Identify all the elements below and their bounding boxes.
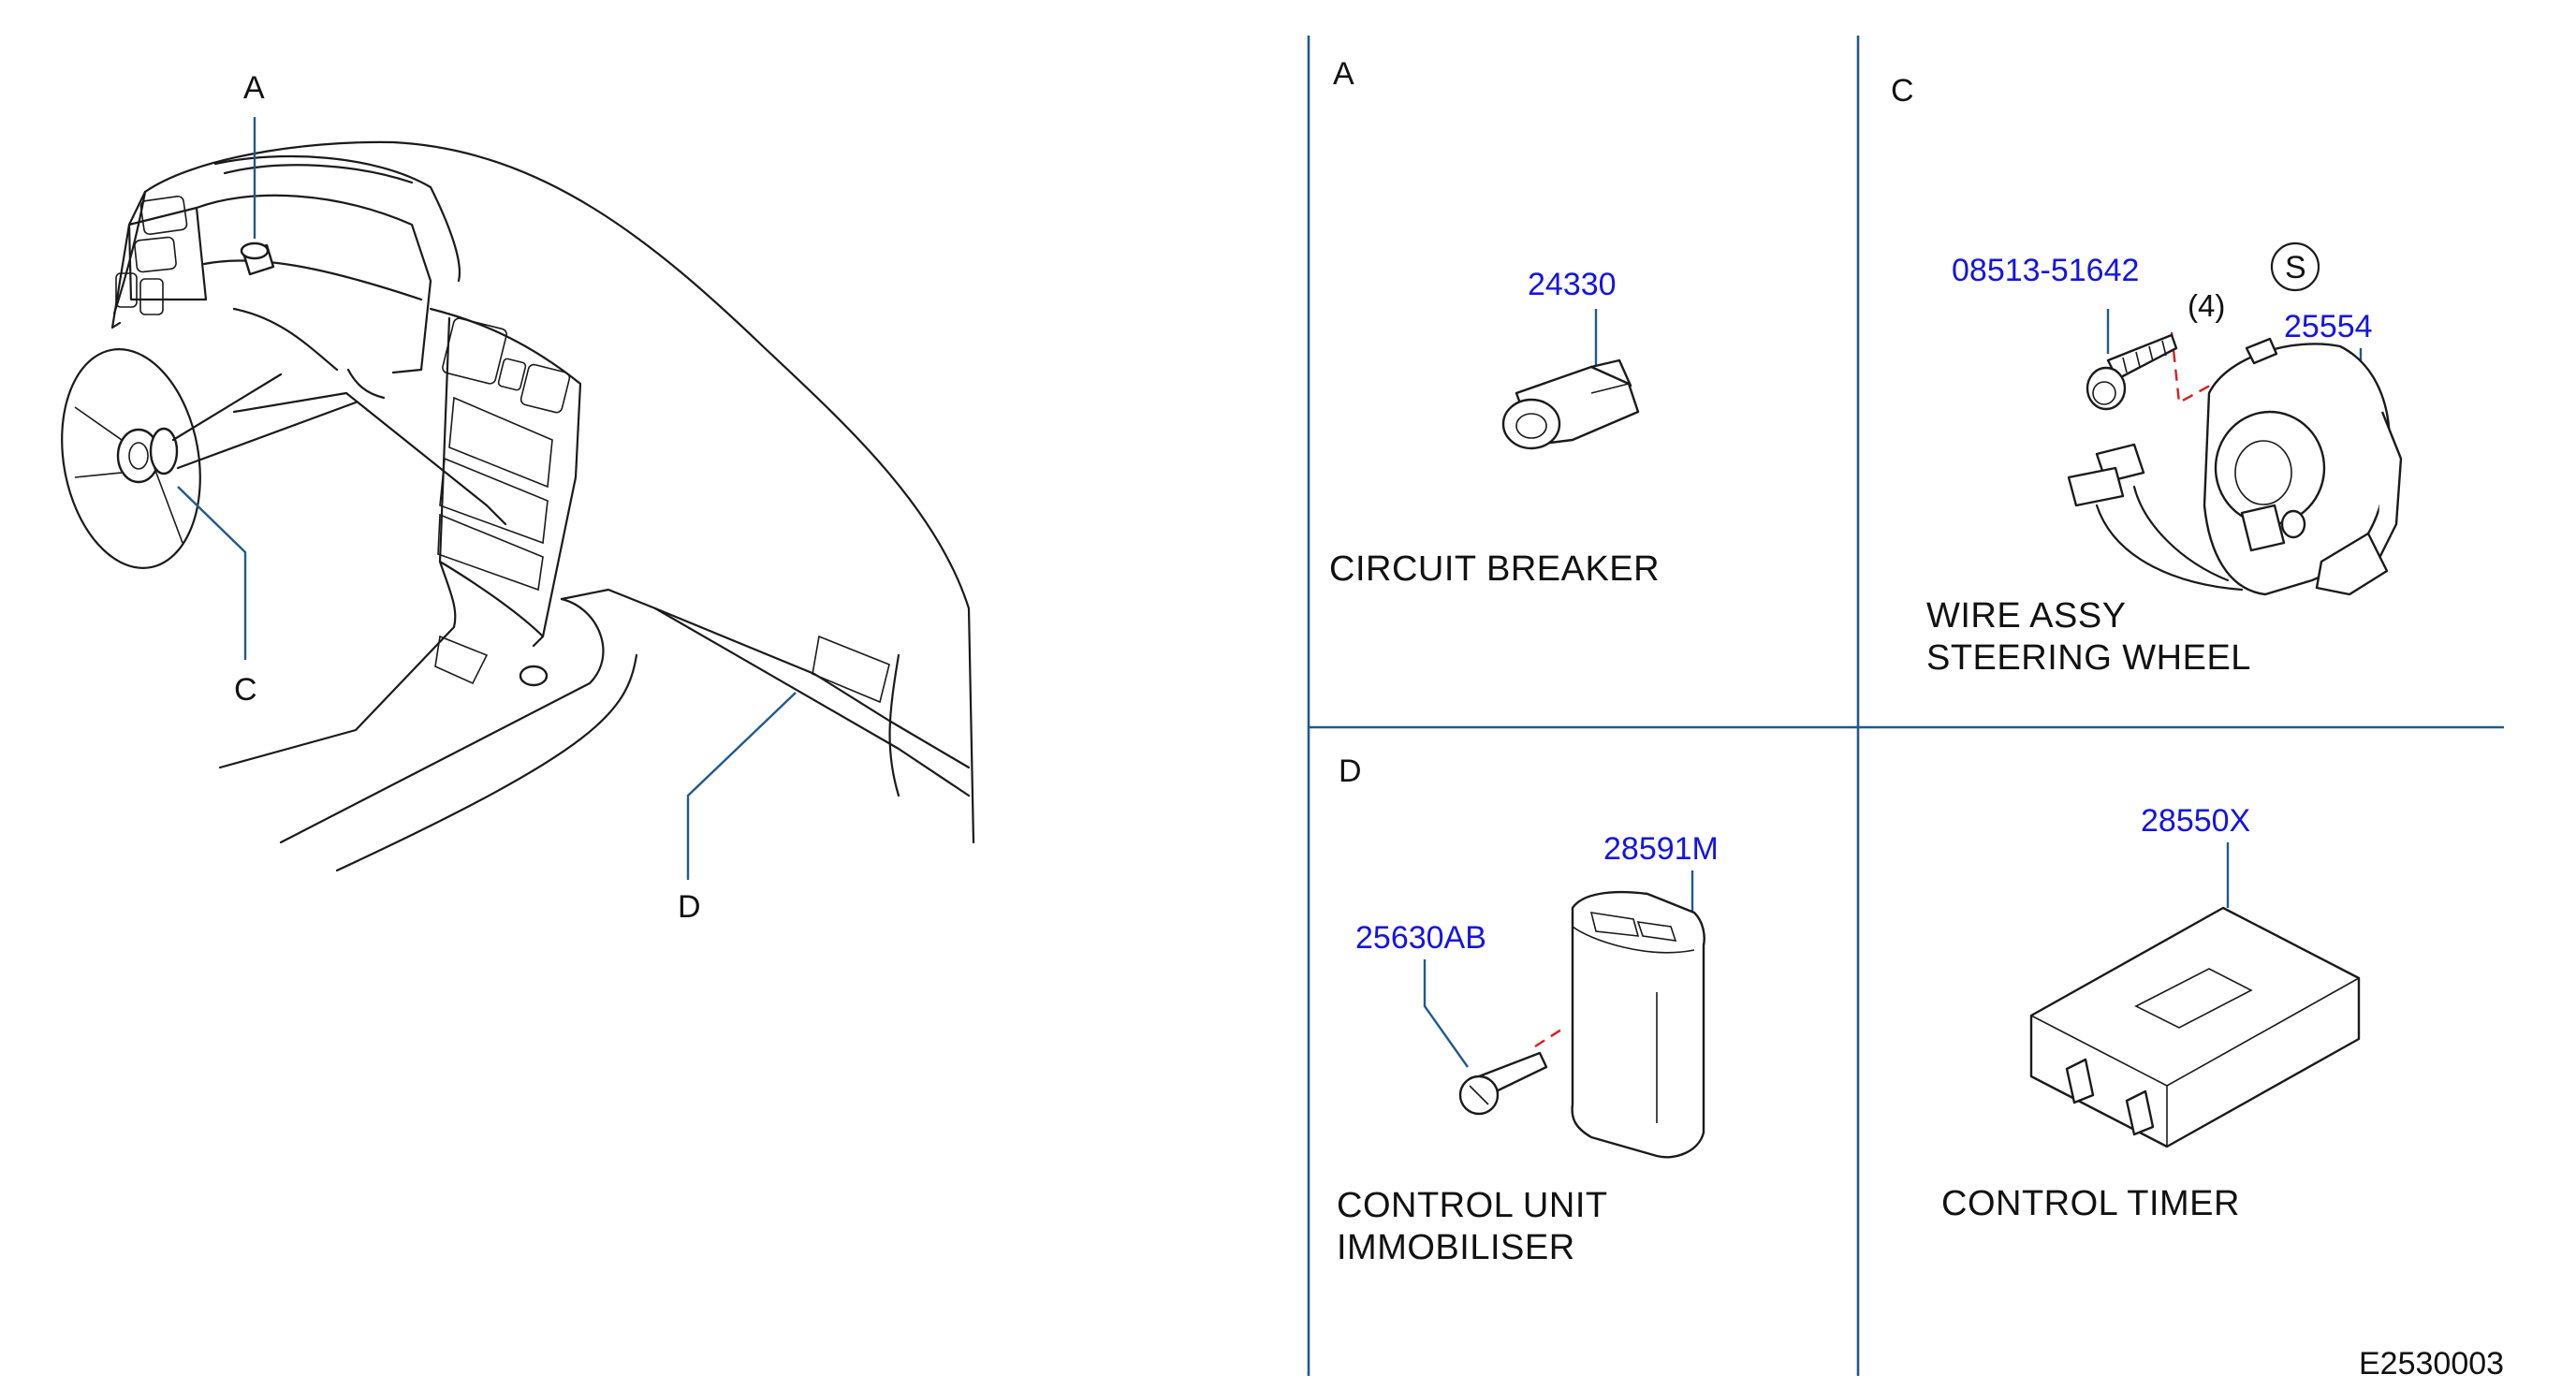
dashboard-overview: A C D [61,70,975,925]
caption-control-unit: CONTROL UNIT [1337,1186,1608,1225]
figure-code: E2530003 [2359,1346,2504,1382]
caption-wire-assy: WIRE ASSY [1926,596,2127,636]
part-number-25554: 25554 [2284,309,2373,344]
panel-d: D 28591M 25630AB CONTROL UNIT IMMOBILISE… [1337,753,1719,1267]
caption-steering-wheel: STEERING WHEEL [1926,638,2251,678]
bolt-part [1458,1051,1548,1116]
circuit-breaker-part [1501,358,1640,450]
panel-control-timer: 28550X CONTROL TIMER [1941,803,2361,1223]
spiral-cable-part [2067,337,2403,596]
caption-circuit-breaker: CIRCUIT BREAKER [1329,549,1660,589]
symbol-s-badge: S [2270,241,2320,292]
panel-c: C 08513-51642 (4) S 25554 [1891,73,2403,678]
part-number-28591m: 28591M [1603,831,1719,867]
part-number-24330: 24330 [1528,267,1617,302]
screw-part [2086,333,2178,411]
panel-a: A 24330 CIRCUIT BREAKER [1329,56,1660,589]
caption-control-timer: CONTROL TIMER [1941,1184,2240,1223]
panel-a-letter: A [1333,56,1354,92]
control-timer-part [2029,906,2361,1148]
panel-c-letter: C [1891,73,1914,109]
callout-c: C [234,672,257,708]
callout-d: D [678,889,701,925]
panel-d-letter: D [1339,753,1362,789]
panel-grid [1307,36,2504,1376]
quantity-label: (4) [2188,288,2225,323]
part-number-28550x: 28550X [2141,803,2250,839]
symbol-s: S [2285,250,2306,285]
part-number-25630ab: 25630AB [1355,920,1486,956]
immobiliser-unit-part [1571,890,1705,1159]
part-number-08513-51642: 08513-51642 [1952,253,2139,288]
caption-immobiliser: IMMOBILISER [1337,1228,1575,1267]
callout-a: A [243,70,265,106]
